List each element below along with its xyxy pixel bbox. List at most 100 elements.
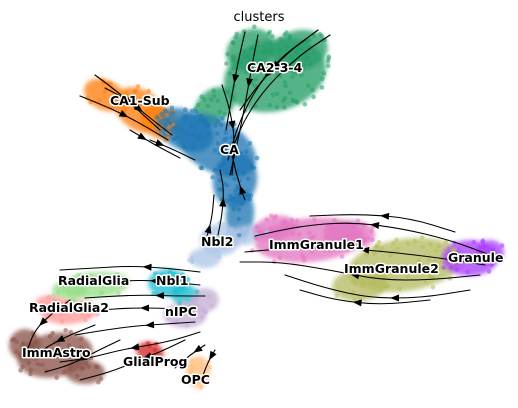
cell-dot <box>284 30 289 35</box>
cell-dot <box>432 259 438 264</box>
stream-arrowhead <box>155 292 165 300</box>
cell-dot <box>280 220 285 226</box>
cell-dot <box>327 248 333 253</box>
streamline <box>59 265 201 273</box>
cell-dot <box>212 119 217 124</box>
cell-dot <box>169 105 175 111</box>
cell-dot <box>337 239 342 245</box>
cell-dot <box>382 273 387 279</box>
cell-dot <box>162 108 168 113</box>
cell-dot <box>230 40 236 45</box>
cell-dot <box>321 71 327 76</box>
cell-dot <box>173 288 178 293</box>
cell-dot <box>355 218 361 224</box>
cell-dot <box>395 267 401 272</box>
label-opc: OPC <box>181 372 210 387</box>
cell-dot <box>322 248 327 253</box>
cell-dot <box>231 197 236 202</box>
stream-arrowhead <box>380 212 390 220</box>
region-blob <box>34 295 66 315</box>
cell-dot <box>166 124 172 130</box>
cell-dot <box>159 111 164 117</box>
stream-arrowhead <box>390 294 399 302</box>
label-granule: Granule <box>448 250 503 265</box>
cell-dot <box>309 249 315 255</box>
cell-dot <box>132 89 137 95</box>
cell-dot <box>302 102 308 107</box>
stream-arrowhead <box>350 272 360 280</box>
cell-dot <box>268 42 273 47</box>
cell-dot <box>216 254 222 260</box>
cell-dot <box>353 281 358 286</box>
cell-dot <box>419 235 425 240</box>
cell-dot <box>21 341 26 346</box>
cell-dot <box>164 117 170 123</box>
cell-dot <box>245 176 251 182</box>
cell-dot <box>213 123 218 128</box>
cell-dot <box>191 302 197 308</box>
cell-dot <box>268 227 274 232</box>
cell-dot <box>220 116 225 121</box>
cell-dot <box>238 150 243 156</box>
cell-dot <box>287 35 293 41</box>
plot-title: clusters <box>234 10 285 25</box>
cell-dot <box>310 87 315 93</box>
stream-arrowhead <box>130 343 140 351</box>
cell-dot <box>312 217 317 223</box>
cell-dot <box>277 255 283 260</box>
cell-dot <box>211 88 216 93</box>
cell-dot <box>326 54 332 60</box>
cell-dot <box>391 240 396 246</box>
cell-dot <box>201 307 207 313</box>
streamline <box>229 34 259 176</box>
cells-ca <box>154 105 260 238</box>
cell-dot <box>50 352 56 358</box>
cell-dot <box>233 34 238 40</box>
cell-dot <box>181 144 187 150</box>
cell-dot <box>392 267 397 273</box>
cells-immastro <box>10 328 104 385</box>
cell-dot <box>308 62 313 67</box>
label-ca: CA <box>220 142 239 157</box>
cell-dot <box>229 236 235 241</box>
cell-dot <box>83 361 89 367</box>
cell-dot <box>426 257 432 262</box>
cell-dot <box>98 290 103 296</box>
cell-dot <box>171 271 177 277</box>
cell-dot <box>91 278 97 283</box>
cell-dot <box>46 294 52 300</box>
cell-dot <box>283 83 289 89</box>
cell-dot <box>370 237 375 243</box>
cell-dot <box>352 241 357 247</box>
cell-dot <box>225 198 231 204</box>
cell-dot <box>290 232 296 237</box>
cell-dot <box>496 255 501 261</box>
cell-dot <box>202 120 208 126</box>
cell-dot <box>66 343 72 348</box>
cell-dot <box>216 249 221 254</box>
label-radialglia: RadialGlia <box>58 273 129 288</box>
cell-dot <box>110 282 116 287</box>
cell-dot <box>410 264 416 269</box>
stream-arrowhead <box>271 60 281 70</box>
cell-dot <box>376 272 381 278</box>
label-nipc: nIPC <box>165 304 197 319</box>
cell-dot <box>245 54 251 59</box>
cell-dot <box>244 69 249 75</box>
cell-dot <box>267 29 273 35</box>
cell-dot <box>236 229 241 234</box>
cell-dot <box>86 310 91 316</box>
cell-dot <box>231 57 236 63</box>
stream-arrowhead <box>38 317 48 327</box>
cell-dot <box>441 265 447 271</box>
cell-dot <box>395 247 400 252</box>
cell-dot <box>306 83 311 88</box>
cell-dot <box>214 238 220 244</box>
cell-dot <box>300 66 306 72</box>
cell-dot <box>201 116 207 122</box>
cell-dot <box>339 254 345 259</box>
streamline <box>284 274 471 299</box>
cell-dot <box>222 151 227 157</box>
cell-dot <box>405 240 411 246</box>
cell-dot <box>257 229 262 235</box>
